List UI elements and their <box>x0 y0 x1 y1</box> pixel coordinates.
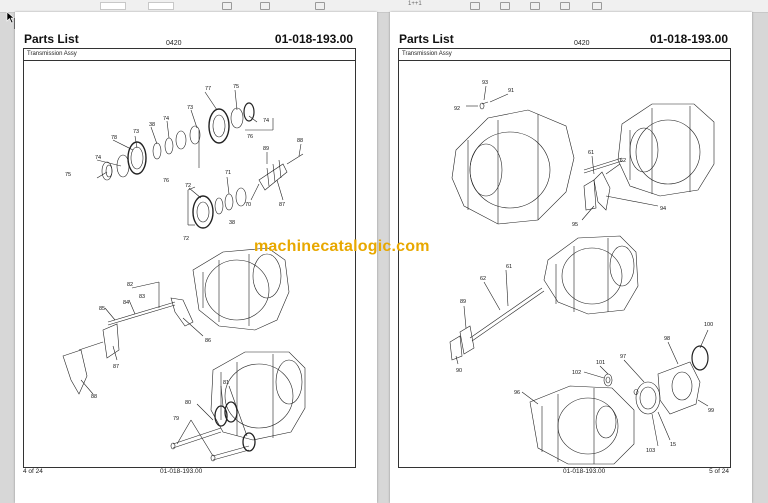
callout-label: 73 <box>133 129 139 135</box>
callout-label: 61 <box>588 150 594 156</box>
footer-code: 01-018-193.00 <box>160 468 203 475</box>
exploded-view-drawing-left: 77 75 73 74 78 73 38 74 76 74 75 72 71 7… <box>62 84 306 462</box>
page-title: Parts List <box>24 32 79 46</box>
callout-label: 93 <box>482 80 488 86</box>
callout-label: 82 <box>127 282 133 288</box>
callout-label: 81 <box>223 380 229 386</box>
callout-label: 78 <box>111 135 117 141</box>
callout-label: 89 <box>460 299 466 305</box>
footer-page: 5 of 24 <box>709 468 729 475</box>
callout-label: 62 <box>620 158 626 164</box>
section-code: 0420 <box>574 40 590 47</box>
callout-label: 75 <box>233 84 239 90</box>
callout-label: 71 <box>225 170 231 176</box>
callout-label: 83 <box>139 294 145 300</box>
assembly-title: Transmission Assy <box>402 51 452 57</box>
part-number: 01-018-193.00 <box>649 32 728 46</box>
mouse-pointer-icon <box>6 11 15 24</box>
callout-label: 100 <box>704 322 713 328</box>
callout-label: 38 <box>229 220 235 226</box>
footer-page: 4 of 24 <box>23 468 43 475</box>
callout-labels: 77 75 73 74 78 73 38 74 76 74 75 72 71 7… <box>65 84 303 422</box>
callout-label: 73 <box>187 105 193 111</box>
viewer-toolbar: 1++1 <box>0 0 768 13</box>
callout-label: 15 <box>670 442 676 448</box>
sign-icon[interactable] <box>592 2 602 10</box>
callout-label: 101 <box>596 360 605 366</box>
callout-label: 61 <box>506 264 512 270</box>
select-icon[interactable] <box>500 2 510 10</box>
callout-label: 95 <box>572 222 578 228</box>
callout-label: 70 <box>245 202 251 208</box>
callout-label: 91 <box>508 88 514 94</box>
page-indicator: 1++1 <box>408 1 422 7</box>
footer-code: 01-018-193.00 <box>563 468 606 475</box>
callout-labels: 93 91 92 61 62 94 95 62 61 89 90 100 98 … <box>454 80 714 454</box>
callout-label: 74 <box>163 116 169 122</box>
callout-label: 87 <box>279 202 285 208</box>
callout-label: 88 <box>91 394 97 400</box>
callout-label: 88 <box>297 138 303 144</box>
right-page: Parts List 0420 01-018-193.00 Transmissi… <box>390 12 752 503</box>
assembly-title: Transmission Assy <box>27 51 77 57</box>
callout-label: 72 <box>183 236 189 242</box>
callout-label: 103 <box>646 448 655 454</box>
exploded-view-drawing-right: 93 91 92 61 62 94 95 62 61 89 90 100 98 … <box>449 80 715 465</box>
callout-label: 79 <box>173 416 179 422</box>
page-number-field[interactable] <box>100 2 126 10</box>
callout-label: 96 <box>514 390 520 396</box>
callout-label: 94 <box>660 206 666 212</box>
hand-icon[interactable] <box>530 2 540 10</box>
frame-header: Transmission Assy <box>399 49 730 61</box>
callout-label: 62 <box>480 276 486 282</box>
part-number: 01-018-193.00 <box>274 32 353 46</box>
callout-label: 75 <box>65 172 71 178</box>
callout-label: 102 <box>572 370 581 376</box>
page-count-field[interactable] <box>148 2 174 10</box>
callout-label: 76 <box>247 134 253 140</box>
callout-label: 85 <box>99 306 105 312</box>
comment-icon[interactable] <box>560 2 570 10</box>
callout-label: 77 <box>205 86 211 92</box>
callout-label: 97 <box>620 354 626 360</box>
callout-label: 98 <box>664 336 670 342</box>
zoom-in-icon[interactable] <box>315 2 325 10</box>
drawing-frame: Transmission Assy <box>398 48 731 468</box>
callout-label: 38 <box>149 122 155 128</box>
callout-label: 74 <box>263 118 269 124</box>
frame-header: Transmission Assy <box>24 49 355 61</box>
page-title: Parts List <box>399 32 454 46</box>
callout-label: 86 <box>205 338 211 344</box>
callout-label: 87 <box>113 364 119 370</box>
callout-label: 80 <box>185 400 191 406</box>
callout-label: 92 <box>454 106 460 112</box>
down-arrow-icon[interactable] <box>222 2 232 10</box>
callout-label: 76 <box>163 178 169 184</box>
watermark-text: machinecatalogic.com <box>254 238 430 255</box>
callout-label: 89 <box>263 146 269 152</box>
section-code: 0420 <box>166 40 182 47</box>
callout-label: 72 <box>185 183 191 189</box>
callout-label: 74 <box>95 155 101 161</box>
callout-label: 90 <box>456 368 462 374</box>
zoom-out-icon[interactable] <box>260 2 270 10</box>
callout-label: 99 <box>708 408 714 414</box>
left-page: Parts List 0420 01-018-193.00 Transmissi… <box>15 12 377 503</box>
drawing-frame: Transmission Assy <box>23 48 356 468</box>
callout-label: 84 <box>123 300 129 306</box>
fit-page-icon[interactable] <box>470 2 480 10</box>
